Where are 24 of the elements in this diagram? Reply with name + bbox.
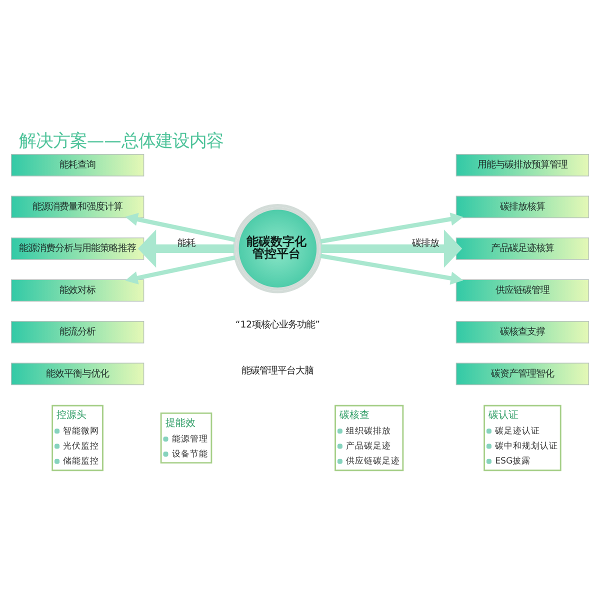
node-box: 能源消费量和强度计算 [10,195,144,218]
node-box: 能耗查询 [10,154,144,176]
node-box: 碳排放核算 [456,195,590,218]
arrow [320,253,464,284]
node-circle: 能碳数字化管控平台 [233,204,322,293]
node-box: 能效平衡与优化 [10,362,144,385]
arrow [138,229,234,268]
arrow [125,212,236,242]
node-box: 供应链碳管理 [456,278,590,302]
node-box: 碳核查支撑 [456,320,590,343]
node-box: 产品碳足迹核算 [456,237,590,260]
node-box: 能流分析 [10,320,144,343]
label: “12项核心业务功能” [235,318,320,330]
arrow [321,229,462,268]
edge-label: 能耗 [177,238,196,249]
node-box: 用能与碳排放预算管理 [456,154,590,176]
label: 能碳管理平台大脑 [242,365,314,376]
node-box: 能源消费分析与用能策略推荐 [10,237,144,260]
node-box: 碳资产管理智化 [456,362,590,385]
node-box: 能效对标 [10,278,144,302]
edge-label: 碳排放 [412,238,440,249]
arrow [125,254,236,284]
arrow [320,212,464,244]
diagram-title: 解决方案——总体建设内容 [18,131,224,152]
